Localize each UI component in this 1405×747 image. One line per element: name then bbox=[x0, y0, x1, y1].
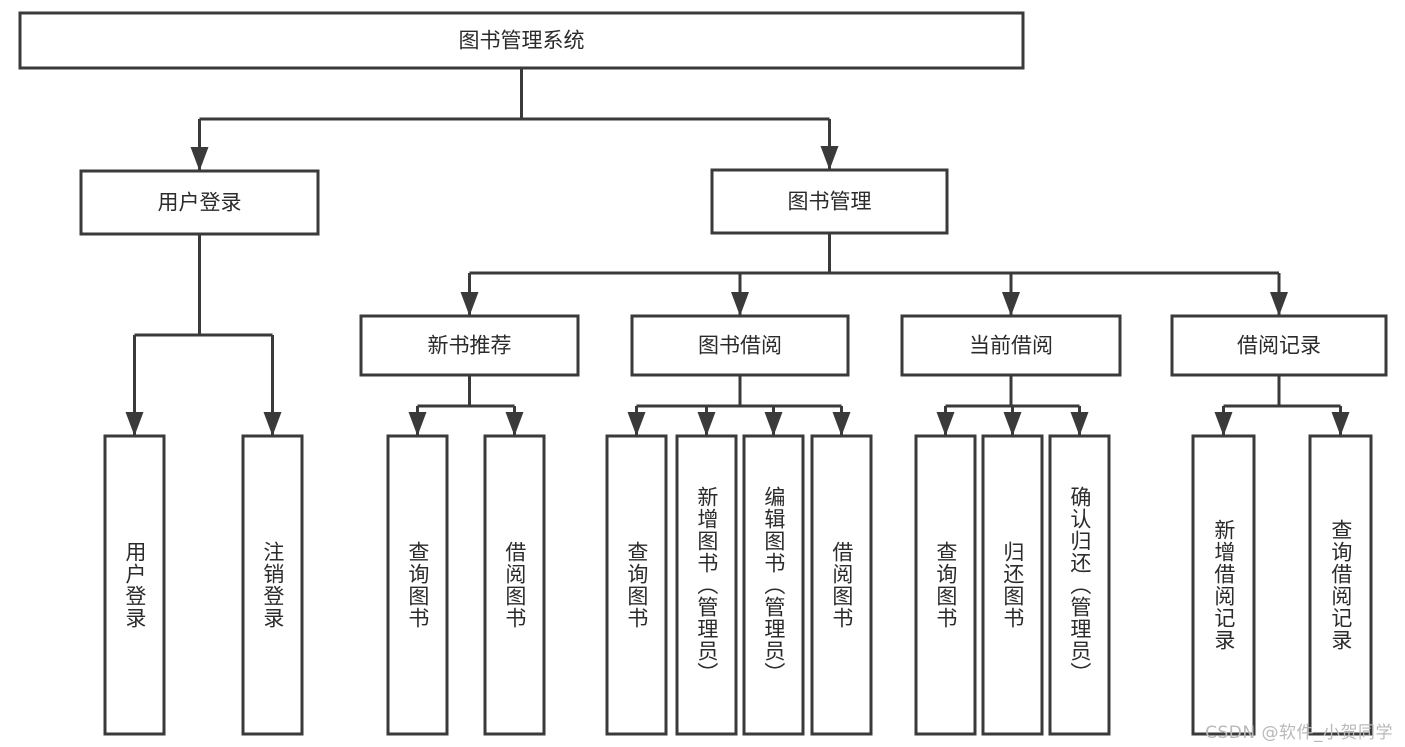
node-新增借阅记录-box[interactable] bbox=[1191, 434, 1256, 736]
connector-arrowhead bbox=[190, 147, 209, 171]
node-图书借阅-label: 图书借阅 bbox=[698, 334, 782, 358]
node-box-layer bbox=[18, 11, 1388, 736]
connector-arrowhead bbox=[1214, 412, 1233, 436]
connector-arrowhead bbox=[1070, 412, 1089, 436]
node-用户登录-box[interactable] bbox=[103, 434, 166, 736]
connector-arrowhead bbox=[627, 412, 646, 436]
connector-arrowhead bbox=[731, 292, 749, 316]
connector-arrowhead bbox=[505, 412, 524, 436]
connector-arrowhead bbox=[1331, 412, 1350, 436]
node-查询借阅记录-box[interactable] bbox=[1308, 434, 1373, 736]
node-图书管理系统-box[interactable] bbox=[18, 11, 1025, 70]
node-新书推荐-box[interactable] bbox=[359, 314, 580, 377]
connector-arrowhead bbox=[764, 412, 783, 436]
node-图书借阅-box[interactable] bbox=[630, 314, 850, 377]
node-查询图书-box[interactable] bbox=[914, 434, 977, 736]
node-编辑图书管理员-box[interactable] bbox=[742, 434, 805, 736]
connector-arrowhead bbox=[263, 412, 282, 436]
node-图书管理系统-label: 图书管理系统 bbox=[459, 29, 585, 53]
node-新增图书管理员-box[interactable] bbox=[675, 434, 738, 736]
node-借阅记录-box[interactable] bbox=[1170, 314, 1388, 377]
node-查询图书-box[interactable] bbox=[605, 434, 668, 736]
connector-arrowhead bbox=[125, 412, 144, 436]
node-注销登录-box[interactable] bbox=[241, 434, 304, 736]
node-借阅记录-label: 借阅记录 bbox=[1237, 334, 1321, 358]
connector-arrowhead bbox=[408, 412, 427, 436]
node-用户登录-label: 用户登录 bbox=[158, 191, 242, 215]
node-归还图书-box[interactable] bbox=[981, 434, 1044, 736]
connector-layer bbox=[125, 68, 1350, 436]
node-图书管理-box[interactable] bbox=[710, 168, 949, 235]
connector-arrowhead bbox=[1002, 292, 1020, 316]
connector-arrowhead bbox=[1003, 412, 1022, 436]
connector-arrowhead bbox=[832, 412, 851, 436]
watermark: CSDN @软件_小贺同学 bbox=[1205, 723, 1393, 743]
node-当前借阅-box[interactable] bbox=[900, 314, 1122, 377]
node-确认归还管理员-box[interactable] bbox=[1048, 434, 1111, 736]
connector-arrowhead bbox=[1270, 292, 1288, 316]
node-查询图书-box[interactable] bbox=[386, 434, 449, 736]
connector-arrowhead bbox=[697, 412, 716, 436]
node-新书推荐-label: 新书推荐 bbox=[428, 334, 512, 358]
connector-arrowhead bbox=[820, 146, 839, 170]
connector-arrowhead bbox=[936, 412, 955, 436]
node-借阅图书-box[interactable] bbox=[810, 434, 873, 736]
connector-arrowhead bbox=[460, 292, 479, 316]
node-图书管理-label: 图书管理 bbox=[788, 190, 872, 214]
node-借阅图书-box[interactable] bbox=[483, 434, 546, 736]
node-当前借阅-label: 当前借阅 bbox=[969, 334, 1053, 358]
node-用户登录-box[interactable] bbox=[79, 169, 320, 236]
